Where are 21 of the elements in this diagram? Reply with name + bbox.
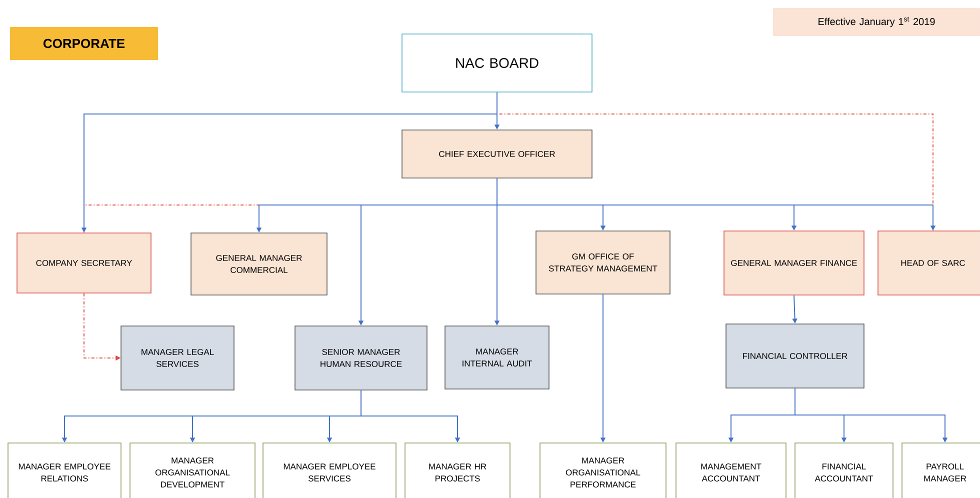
org-box: SENIOR MANAGER HUMAN RESOURCE <box>294 326 428 390</box>
org-box: FINANCIAL CONTROLLER <box>726 324 864 388</box>
org-box: GENERAL MANAGER FINANCE <box>724 230 864 296</box>
org-box: MANAGER ORGANISATIONAL PERFORMANCE <box>540 442 666 498</box>
org-box: NAC BOARD <box>402 34 592 92</box>
org-box: MANAGER HR PROJECTS <box>404 442 510 498</box>
org-box: MANAGER INTERNAL AUDIT <box>444 326 550 390</box>
org-box: MANAGER EMPLOYEE RELATIONS <box>8 442 122 498</box>
org-box: MANAGER LEGAL SERVICES <box>120 326 234 390</box>
org-box: PAYROLL MANAGER <box>902 442 980 498</box>
org-box: HEAD OF SARC <box>878 230 980 296</box>
section-badge: CORPORATE <box>10 27 158 60</box>
org-box: COMPANY SECRETARY <box>16 232 152 294</box>
org-box: MANAGER ORGANISATIONAL DEVELOPMENT <box>130 442 256 498</box>
org-box: MANAGEMENT ACCOUNTANT <box>676 442 786 498</box>
org-box: GM OFFICE OF STRATEGY MANAGEMENT <box>536 230 670 294</box>
org-box: MANAGER EMPLOYEE SERVICES <box>262 442 396 498</box>
date-note: Effective January 1$^{st}$ 2019 <box>773 8 980 36</box>
org-box: CHIEF EXECUTIVE OFFICER <box>402 130 592 178</box>
org-box: FINANCIAL ACCOUNTANT <box>794 442 894 498</box>
org-box: GENERAL MANAGER COMMERCIAL <box>190 232 328 296</box>
